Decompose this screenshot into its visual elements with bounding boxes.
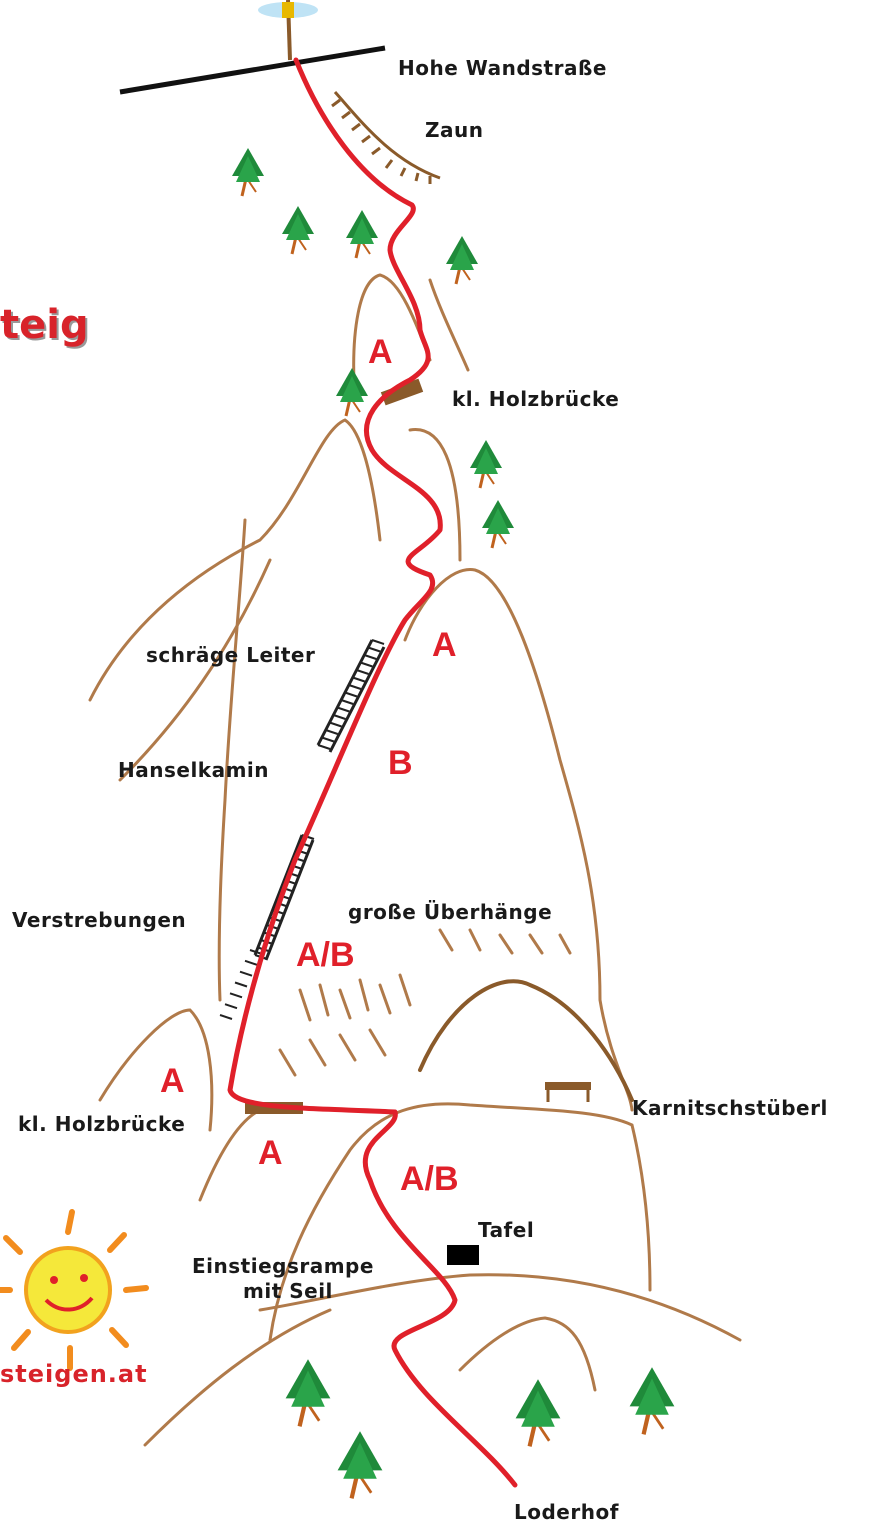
- tree-icon: [232, 148, 264, 196]
- label-lower-bridge: kl. Holzbrücke: [18, 1114, 185, 1134]
- title-fragment: teig: [0, 305, 89, 345]
- grade-marker: A/B: [400, 1162, 459, 1196]
- tree-icon: [630, 1367, 675, 1434]
- ladder-rung: [353, 678, 365, 682]
- ladder-rung: [349, 685, 361, 689]
- ladder-rung: [220, 1015, 232, 1019]
- ladder-rung: [372, 640, 384, 644]
- ladder-rung: [364, 655, 376, 659]
- label-fence: Zaun: [425, 120, 483, 140]
- ladder-rung: [345, 693, 357, 697]
- ladder-rung: [240, 972, 252, 976]
- ladder-rung: [326, 730, 338, 734]
- grade-marker: A: [432, 628, 457, 662]
- ladder-rung: [245, 961, 257, 965]
- ladder-rung: [337, 708, 349, 712]
- grade-marker: B: [388, 746, 413, 780]
- label-chimney: Hanselkamin: [118, 760, 269, 780]
- ladder-rung: [357, 670, 369, 674]
- tree-icon: [470, 440, 502, 488]
- ladder-rung: [341, 700, 353, 704]
- rock-outlines: [90, 275, 740, 1445]
- label-hut: Karnitschstüberl: [632, 1098, 828, 1118]
- website-fragment: steigen.at: [0, 1362, 148, 1386]
- ladder-rung: [333, 715, 345, 719]
- label-ramp-line2: mit Seil: [243, 1281, 333, 1301]
- label-road: Hohe Wandstraße: [398, 58, 607, 78]
- ladder-rung: [225, 1004, 237, 1008]
- label-upper-bridge: kl. Holzbrücke: [452, 389, 619, 409]
- ladder-rung: [330, 723, 342, 727]
- tree-icon: [446, 236, 478, 284]
- grade-marker: A: [368, 335, 393, 369]
- fence-drawing: [332, 92, 440, 184]
- tree-icon: [286, 1359, 331, 1426]
- ladder-rung: [368, 648, 380, 652]
- ladder-rung: [318, 745, 330, 749]
- tree-icon: [282, 206, 314, 254]
- label-overhangs: große Überhänge: [348, 902, 552, 922]
- label-struts: Verstrebungen: [12, 910, 186, 930]
- label-ladder: schräge Leiter: [146, 645, 315, 665]
- grade-marker: A: [160, 1064, 185, 1098]
- ladder-rung: [360, 663, 372, 667]
- label-ramp-line1: Einstiegsrampe: [192, 1256, 374, 1276]
- tree-icon: [336, 368, 368, 416]
- grade-marker: A/B: [296, 938, 355, 972]
- ladder-rung: [235, 983, 247, 987]
- label-start: Loderhof: [514, 1502, 619, 1522]
- sun-logo-icon: [0, 1212, 146, 1368]
- tree-icon: [346, 210, 378, 258]
- tree-icon: [516, 1379, 561, 1446]
- road-line: [120, 48, 385, 92]
- sign-marker-icon: [282, 2, 294, 18]
- label-sign: Tafel: [478, 1220, 534, 1240]
- grade-marker: A: [258, 1136, 283, 1170]
- hut-icon: [545, 1082, 591, 1102]
- tree-icon: [338, 1431, 383, 1498]
- sign-board-icon: [447, 1245, 479, 1265]
- ladder-rung: [230, 993, 242, 997]
- tree-icon: [482, 500, 514, 548]
- ladder-rung: [322, 738, 334, 742]
